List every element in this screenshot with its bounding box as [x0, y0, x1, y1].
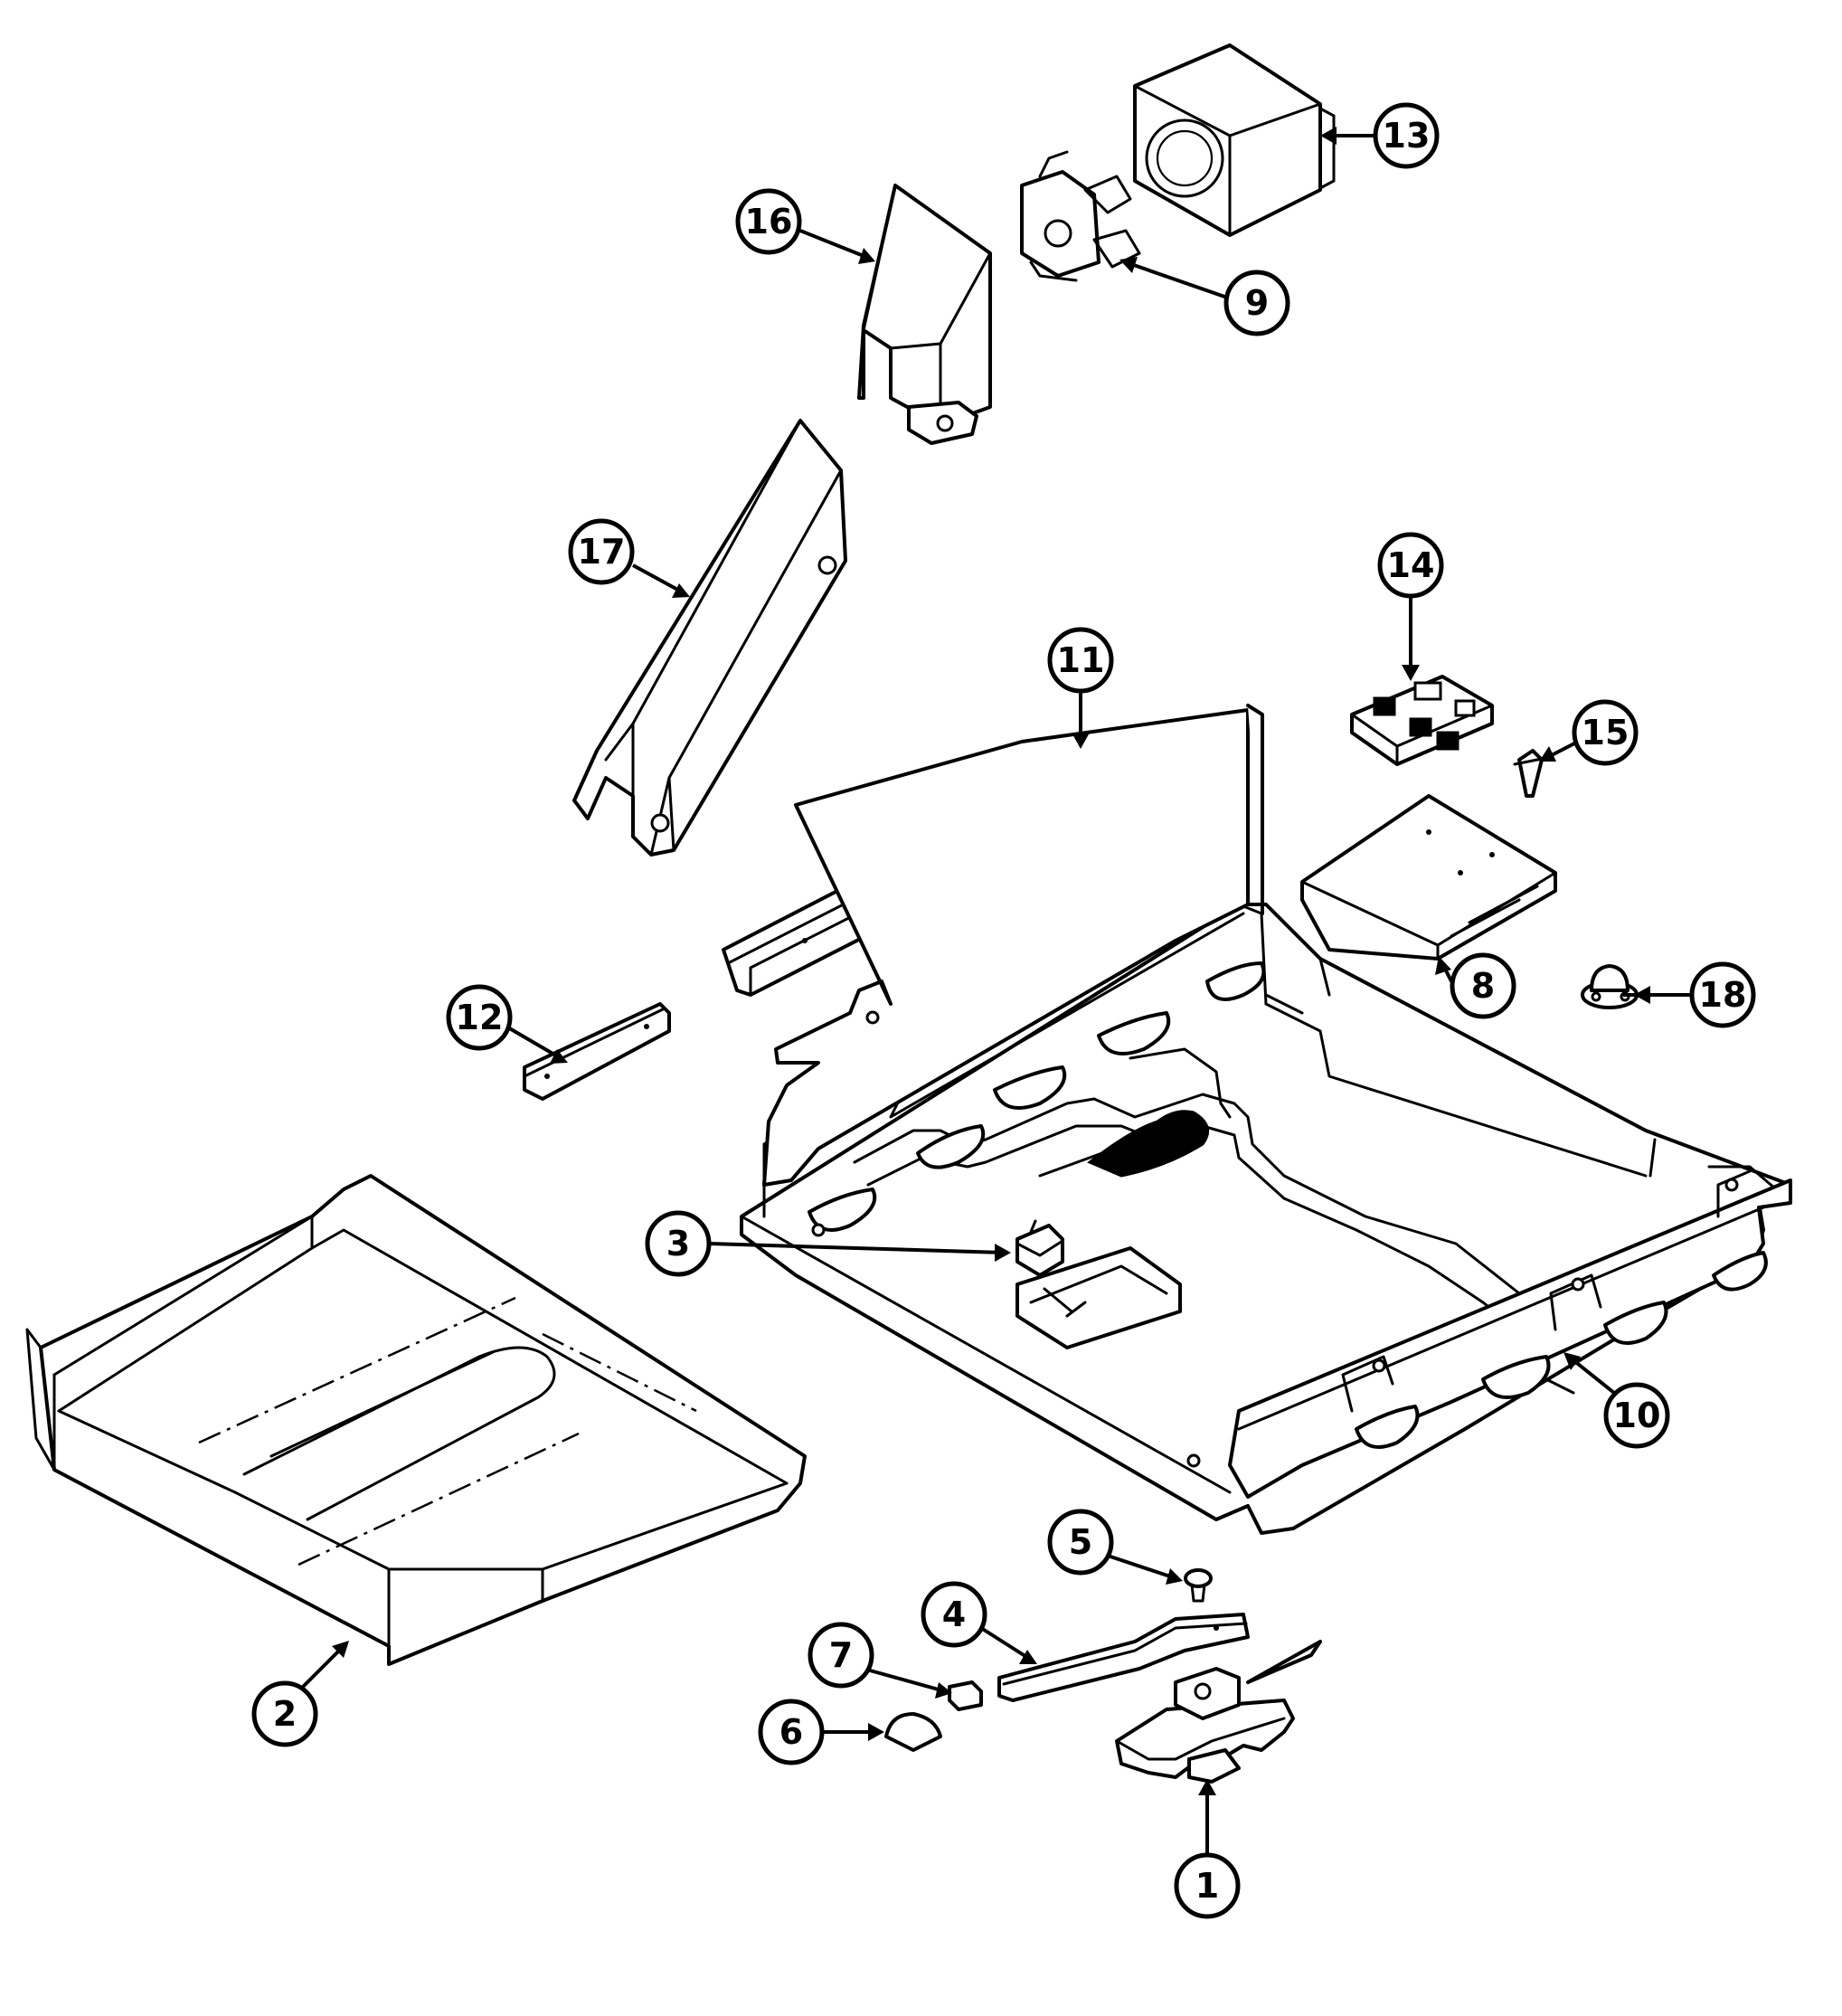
callout-10: 10	[1603, 1382, 1670, 1449]
callout-1: 1	[1174, 1852, 1241, 1919]
callout-17-label: 17	[578, 532, 626, 572]
part-3-switch	[1015, 1219, 1064, 1277]
part-8-board-cover	[1300, 794, 1557, 961]
callout-2: 2	[251, 1680, 318, 1747]
callout-3: 3	[645, 1210, 712, 1277]
callout-9: 9	[1223, 270, 1290, 336]
part-6-cap	[884, 1712, 942, 1752]
callout-14-label: 14	[1387, 545, 1435, 585]
callout-13-label: 13	[1383, 116, 1431, 156]
callout-11: 11	[1047, 627, 1114, 694]
callout-11-label: 11	[1057, 640, 1105, 680]
leader-lines	[301, 127, 1691, 1854]
callout-3-label: 3	[666, 1224, 690, 1264]
callout-1-label: 1	[1195, 1866, 1219, 1906]
callout-18: 18	[1689, 961, 1756, 1028]
callout-4-label: 4	[942, 1595, 966, 1634]
callout-13: 13	[1373, 102, 1440, 169]
callout-8: 8	[1450, 952, 1516, 1019]
part-1-latch-assembly	[1115, 1667, 1295, 1784]
callout-9-label: 9	[1245, 283, 1269, 323]
callout-18-label: 18	[1699, 975, 1747, 1015]
part-17-long-duct	[572, 419, 847, 857]
callout-10-label: 10	[1613, 1396, 1661, 1435]
callout-14: 14	[1377, 532, 1444, 599]
callout-16: 16	[735, 188, 802, 255]
callout-7: 7	[808, 1622, 874, 1689]
part-9-fan-motor	[1020, 150, 1141, 282]
part-16-upper-duct	[857, 184, 992, 445]
callout-4: 4	[921, 1581, 987, 1648]
callout-17: 17	[568, 518, 635, 585]
callout-12-label: 12	[456, 998, 504, 1037]
callout-2-label: 2	[273, 1694, 297, 1734]
part-12-small-bracket	[523, 1002, 671, 1101]
part-18-grommet	[1581, 964, 1639, 1009]
part-5-screw	[1184, 1568, 1213, 1603]
part-10-base-pan	[740, 704, 1792, 1684]
callout-6: 6	[758, 1699, 825, 1765]
callout-5-label: 5	[1069, 1522, 1092, 1562]
callout-12: 12	[446, 984, 513, 1051]
part-2-drip-tray	[25, 1174, 807, 1666]
callout-8-label: 8	[1471, 966, 1495, 1006]
part-15-standoff	[1513, 749, 1548, 798]
callout-15: 15	[1572, 699, 1639, 766]
part-14-control-board	[1350, 675, 1494, 766]
callout-5: 5	[1047, 1509, 1114, 1576]
part-13-fan-housing	[1133, 43, 1336, 237]
part-7-clip	[948, 1680, 983, 1711]
callout-7-label: 7	[829, 1635, 853, 1675]
callout-16-label: 16	[745, 202, 793, 241]
part-4-bracket-arm	[997, 1613, 1250, 1702]
callout-6-label: 6	[779, 1712, 803, 1752]
callout-15-label: 15	[1582, 713, 1629, 752]
